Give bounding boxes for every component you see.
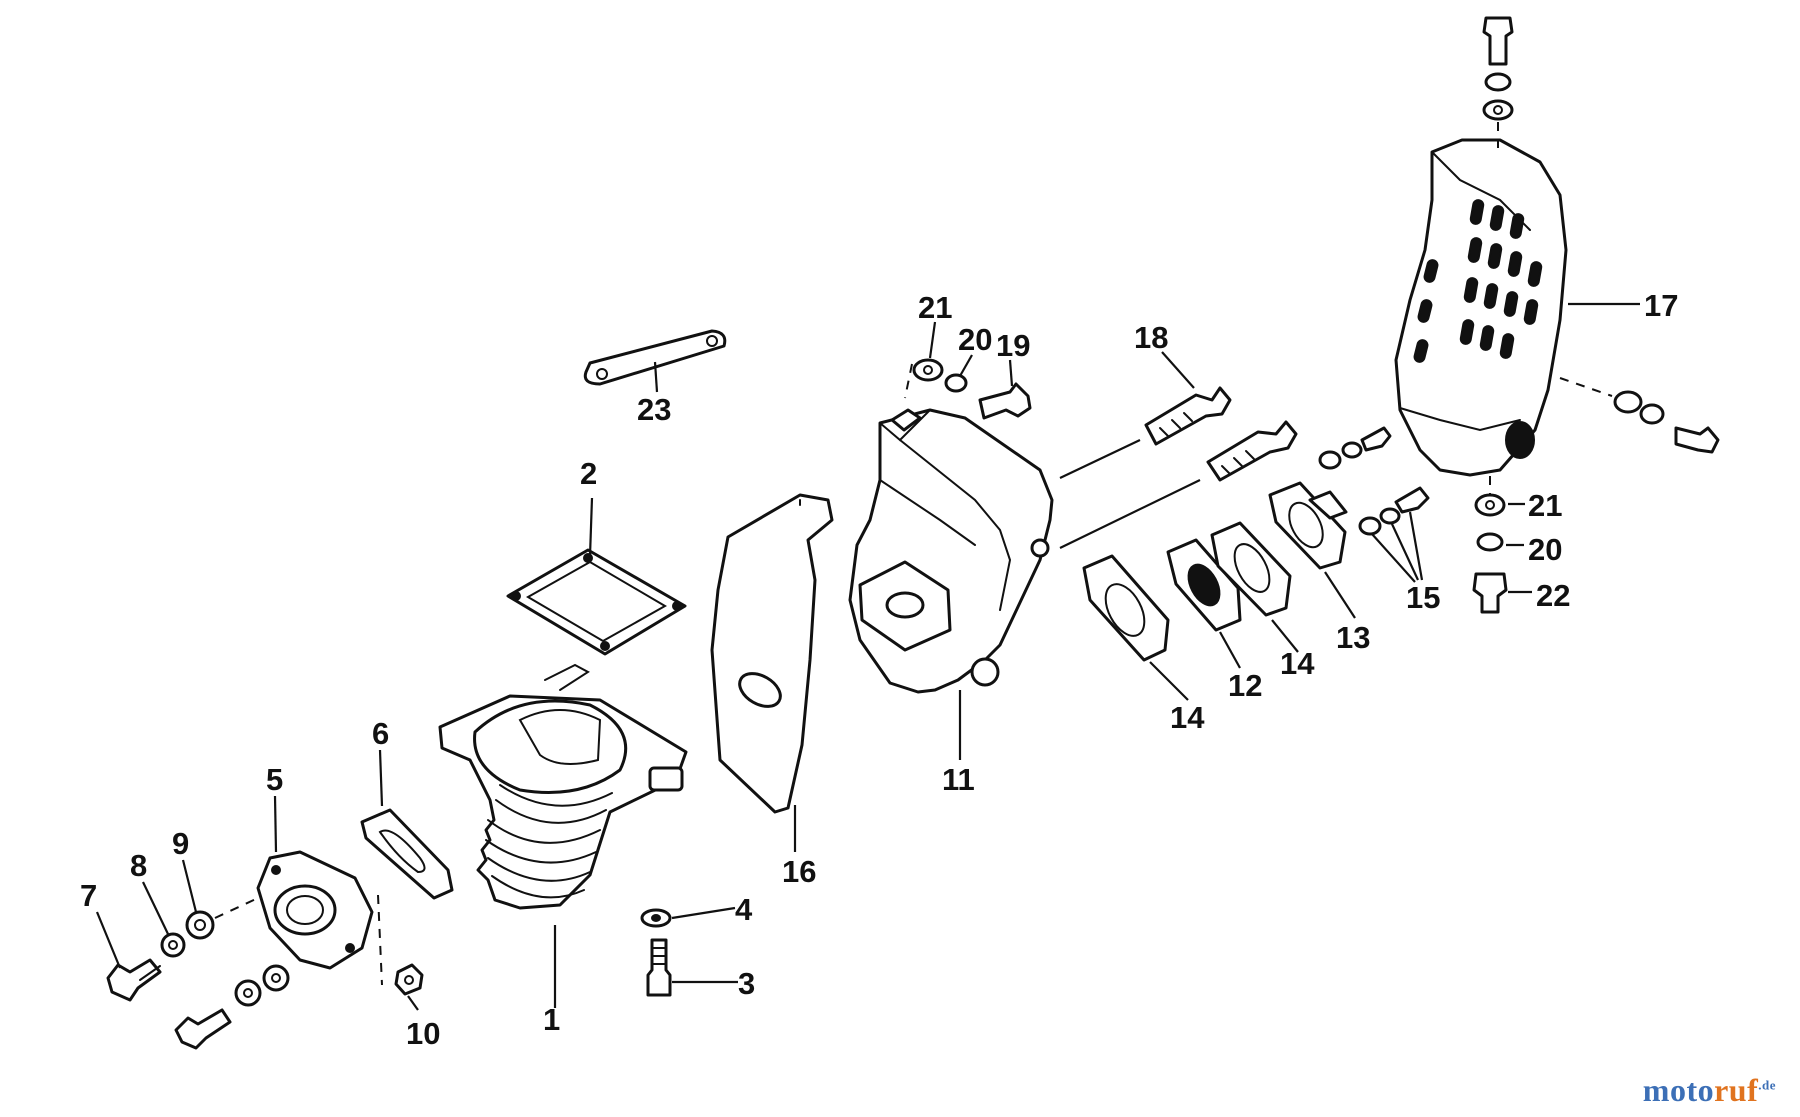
washer-set-upper-part xyxy=(1318,426,1392,470)
callout-5: 5 xyxy=(266,762,283,797)
callout-20-lower: 20 xyxy=(1528,532,1562,567)
washer-21-lower-part xyxy=(1474,493,1506,517)
part-callouts: 1 2 3 4 5 6 7 8 9 10 11 12 13 14 14 15 1… xyxy=(80,288,1678,1051)
stud-lower-part xyxy=(1206,420,1298,482)
callout-13: 13 xyxy=(1336,620,1370,655)
callout-8: 8 xyxy=(130,848,147,883)
intake-flange-part xyxy=(256,850,374,970)
lock-washer-top-part xyxy=(1484,72,1512,92)
callout-7: 7 xyxy=(80,878,97,913)
watermark-text-a: moto xyxy=(1642,1072,1715,1108)
cylinder-gasket-part xyxy=(506,548,687,656)
callout-20-top: 20 xyxy=(958,322,992,357)
callout-3: 3 xyxy=(738,966,755,1001)
callout-14-front: 14 xyxy=(1170,700,1205,735)
bolt-7-part xyxy=(106,958,162,1002)
callout-17: 17 xyxy=(1644,288,1678,323)
bolt-lower-part xyxy=(174,1008,232,1050)
callout-4: 4 xyxy=(735,892,753,927)
washer-21-top-part xyxy=(912,358,944,382)
callout-10: 10 xyxy=(406,1016,440,1051)
strap-part xyxy=(583,329,727,386)
callout-19: 19 xyxy=(996,328,1030,363)
callout-22: 22 xyxy=(1536,578,1570,613)
callout-14-rear: 14 xyxy=(1280,646,1315,681)
washer-side-part xyxy=(1613,390,1665,425)
gasket-14-rear-part xyxy=(1210,521,1292,617)
watermark-logo: motoruf.de xyxy=(1643,1072,1776,1109)
muffler-part xyxy=(848,408,1054,694)
heat-shield-part xyxy=(710,493,834,814)
callout-1: 1 xyxy=(543,1002,560,1037)
nut-10-part xyxy=(394,963,424,996)
screw-3-part xyxy=(646,938,672,997)
stud-18-part xyxy=(1144,386,1232,446)
cover-13-part xyxy=(1268,481,1348,570)
callout-11: 11 xyxy=(942,762,975,797)
bolt-side-part xyxy=(1674,426,1720,454)
bolt-19-part xyxy=(978,382,1032,420)
intake-gasket-part xyxy=(360,808,454,900)
gasket-14-front-part xyxy=(1082,554,1170,662)
cylinder-part xyxy=(438,663,688,910)
washer-9-part xyxy=(185,910,215,940)
washer-4-part xyxy=(640,908,672,928)
watermark-text-b: ruf xyxy=(1714,1072,1759,1108)
callout-12: 12 xyxy=(1228,668,1262,703)
muffler-guard-part xyxy=(1394,138,1568,477)
callout-2: 2 xyxy=(580,456,597,491)
spark-arrestor-screen-part xyxy=(1166,538,1242,632)
washer-set-15-part xyxy=(1358,486,1430,536)
callout-16: 16 xyxy=(782,854,816,889)
callout-6: 6 xyxy=(372,716,389,751)
bolt-top-part xyxy=(1482,16,1514,66)
washer-lower-part xyxy=(234,964,290,1007)
lock-washer-20-lower-part xyxy=(1476,532,1504,552)
callout-23: 23 xyxy=(637,392,671,427)
callout-21-top: 21 xyxy=(918,290,952,325)
callout-21-lower: 21 xyxy=(1528,488,1562,523)
callout-18: 18 xyxy=(1134,320,1168,355)
callout-15: 15 xyxy=(1406,580,1440,615)
bolt-22-part xyxy=(1472,572,1508,614)
watermark-suffix: .de xyxy=(1758,1077,1776,1093)
lock-washer-20-top-part xyxy=(944,373,968,393)
washer-top-part xyxy=(1482,99,1514,121)
lock-washer-8-part xyxy=(160,932,186,958)
callout-9: 9 xyxy=(172,826,189,861)
